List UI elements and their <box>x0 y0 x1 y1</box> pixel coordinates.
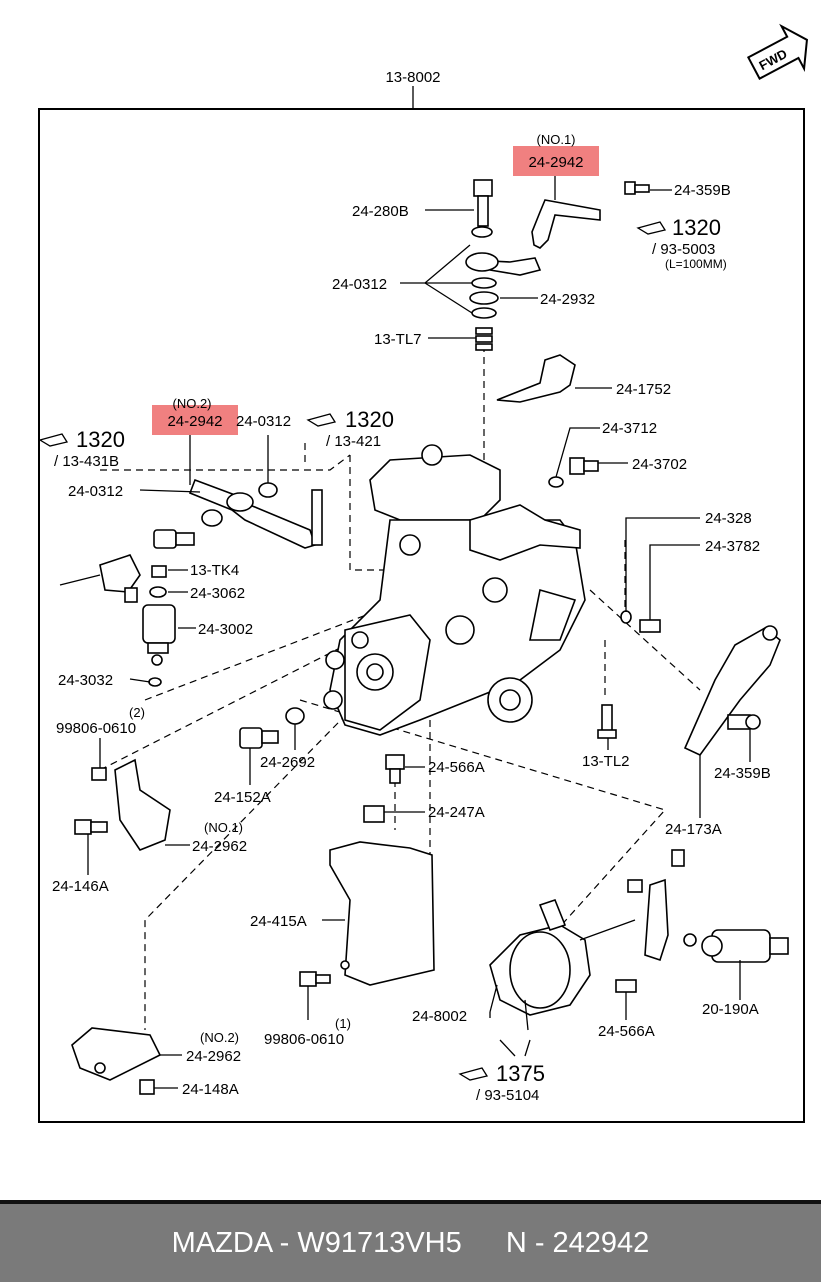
label-13-tl2[interactable]: 13-TL2 <box>582 753 630 770</box>
label-24-3712[interactable]: 24-3712 <box>602 420 657 437</box>
label-24-3002[interactable]: 24-3002 <box>198 621 253 638</box>
lever-173a[interactable] <box>683 625 781 757</box>
footer-part-number: N - 242942 <box>505 1227 650 1259</box>
ref-1375[interactable]: 1375 <box>496 1061 545 1086</box>
hand-ref-icon-top <box>636 221 667 235</box>
spring-tl7[interactable] <box>475 327 493 351</box>
fuel-pipe-no2[interactable] <box>188 478 323 549</box>
hand-ref-icon-bottom <box>458 1067 489 1081</box>
label-24-0312-b[interactable]: 24-0312 <box>236 413 291 430</box>
ref-13-431b: / 13-431B <box>54 453 119 470</box>
switch-190a[interactable] <box>627 849 789 963</box>
label-24-566a-bottom[interactable]: 24-566A <box>598 1023 655 1040</box>
bracket-2962-no2[interactable] <box>71 1027 162 1081</box>
label-24-3062[interactable]: 24-3062 <box>190 585 245 602</box>
screw-3782[interactable] <box>639 619 661 633</box>
ref-1320-left[interactable]: 1320 <box>76 427 125 452</box>
ref-93-5003: / 93-5003 <box>652 241 715 258</box>
label-24-8002[interactable]: 24-8002 <box>412 1008 467 1025</box>
footer-brand-part: MAZDA - W91713VH5 <box>171 1227 462 1259</box>
label-24-146a[interactable]: 24-146A <box>52 878 109 895</box>
bolt-359b-right[interactable] <box>727 714 761 730</box>
bolt-146a[interactable] <box>74 819 108 835</box>
label-no1-2942: (NO.1) <box>537 132 576 147</box>
bracket-1752[interactable] <box>496 354 576 403</box>
label-no2-2962: (NO.2) <box>200 1030 239 1045</box>
fuel-pipe-no1[interactable] <box>465 199 601 276</box>
label-no2-2942: (NO.2) <box>173 396 212 411</box>
bolt-566a-bottom[interactable] <box>615 979 637 993</box>
label-24-0312-mid[interactable]: 24-0312 <box>332 276 387 293</box>
stud-tl2[interactable] <box>597 704 617 739</box>
note-length-100mm: (L=100MM) <box>665 257 727 271</box>
ref-1320-mid[interactable]: 1320 <box>345 407 394 432</box>
actuator-8002[interactable] <box>489 899 636 1031</box>
label-13-tk4[interactable]: 13-TK4 <box>190 562 239 579</box>
screw-3702[interactable] <box>569 457 599 475</box>
label-20-190a[interactable]: 20-190A <box>702 1001 759 1018</box>
banjo-bolt-280b[interactable] <box>473 179 493 227</box>
injection-pump-body <box>323 444 586 736</box>
label-24-359b-right[interactable]: 24-359B <box>714 765 771 782</box>
bolt-99806-bottom[interactable] <box>299 971 331 987</box>
bolt-left-pipe[interactable] <box>153 529 195 549</box>
label-13-tl7[interactable]: 13-TL7 <box>374 331 422 348</box>
bolt-152a[interactable] <box>239 727 279 749</box>
label-24-148a[interactable]: 24-148A <box>182 1081 239 1098</box>
bracket-2962-no1[interactable] <box>114 758 171 851</box>
parts-diagram: 13-8002 FWD <box>38 23 809 1123</box>
label-24-328[interactable]: 24-328 <box>705 510 752 527</box>
bolt-566a-top[interactable] <box>385 754 405 784</box>
label-24-152a[interactable]: 24-152A <box>214 789 271 806</box>
label-24-247a[interactable]: 24-247A <box>428 804 485 821</box>
label-24-2962-no1[interactable]: 24-2962 <box>192 838 247 855</box>
ref-1320-top[interactable]: 1320 <box>672 215 721 240</box>
label-24-2962-no2[interactable]: 24-2962 <box>186 1048 241 1065</box>
label-24-3782[interactable]: 24-3782 <box>705 538 760 555</box>
label-24-3032[interactable]: 24-3032 <box>58 672 113 689</box>
label-24-3702[interactable]: 24-3702 <box>632 456 687 473</box>
label-24-2942-no2[interactable]: 24-2942 <box>167 413 222 430</box>
label-24-359b-top[interactable]: 24-359B <box>674 182 731 199</box>
highlight-2942-no2 <box>152 405 238 435</box>
label-99806-0610-b[interactable]: 99806-0610 <box>264 1031 344 1048</box>
hand-ref-icon-left <box>38 433 69 447</box>
assembly-number: 13-8002 <box>385 69 440 86</box>
fuel-cut-solenoid-3002[interactable] <box>59 554 176 687</box>
label-24-415a[interactable]: 24-415A <box>250 913 307 930</box>
label-24-280b[interactable]: 24-280B <box>352 203 409 220</box>
label-24-173a[interactable]: 24-173A <box>665 821 722 838</box>
label-24-2692[interactable]: 24-2692 <box>260 754 315 771</box>
bolt-148a[interactable] <box>139 1079 155 1095</box>
bracket-415a[interactable] <box>329 841 435 986</box>
hand-ref-icon-mid <box>306 413 337 427</box>
diagram-frame <box>38 108 805 1123</box>
ref-13-421: / 13-421 <box>326 433 381 450</box>
label-24-2932[interactable]: 24-2932 <box>540 291 595 308</box>
qty-1: (1) <box>335 1016 351 1031</box>
label-24-0312-left[interactable]: 24-0312 <box>68 483 123 500</box>
nut-247a[interactable] <box>363 805 385 823</box>
label-99806-0610-a[interactable]: 99806-0610 <box>56 720 136 737</box>
ref-93-5104: / 93-5104 <box>476 1087 539 1104</box>
label-24-566a-top[interactable]: 24-566A <box>428 759 485 776</box>
qty-2: (2) <box>129 705 145 720</box>
bolt-99806[interactable] <box>91 767 107 781</box>
label-24-1752[interactable]: 24-1752 <box>616 381 671 398</box>
fwd-arrow-icon: FWD <box>746 23 809 80</box>
footer-bar: MAZDA - W91713VH5 N - 242942 <box>0 1200 821 1282</box>
label-no1-2962: (NO.1) <box>204 820 243 835</box>
label-24-2942-no1[interactable]: 24-2942 <box>528 154 583 171</box>
bolt-359b-top[interactable] <box>624 181 650 195</box>
highlight-2942-no1 <box>513 146 599 176</box>
